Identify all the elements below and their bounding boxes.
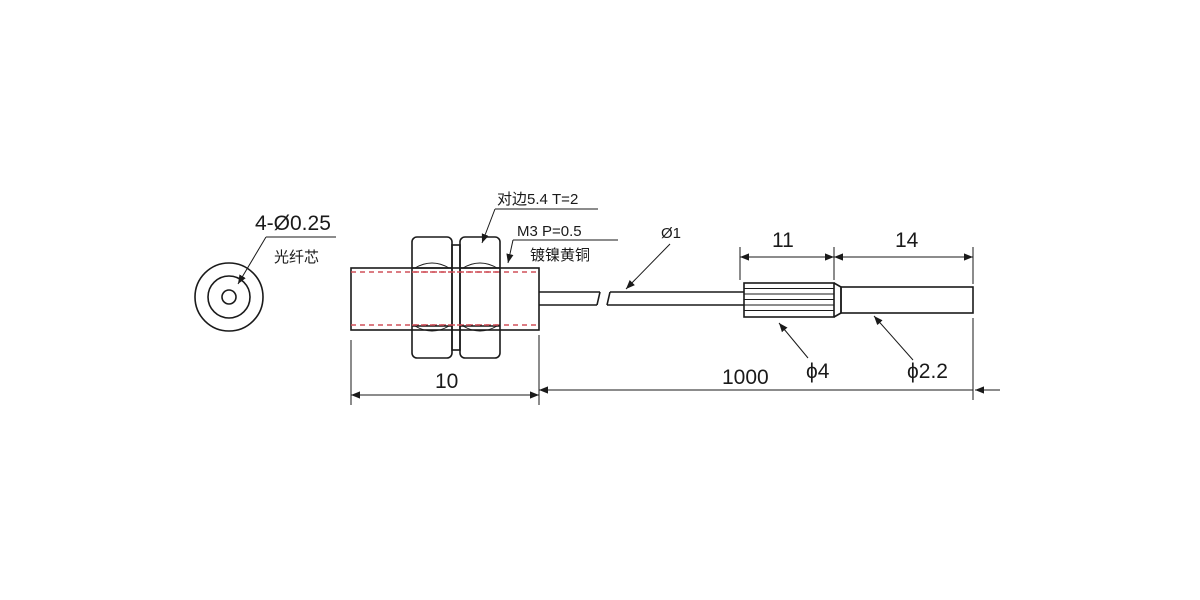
fiber-cable: Ø1 <box>539 225 744 306</box>
sleeve-collar <box>833 282 842 318</box>
cable-break-right <box>606 291 611 306</box>
hex-nut-right <box>459 236 501 359</box>
cable-break-left <box>596 291 601 306</box>
dim-cable-length: 1000 <box>722 366 769 389</box>
end-view-inner-circle <box>207 275 251 319</box>
thread-label: M3 P=0.5 <box>517 223 582 240</box>
dim-sleeve-length: 11 <box>772 229 794 252</box>
dim-tip-length: 14 <box>895 229 919 252</box>
material-label: 镀镍黄铜 <box>530 246 590 264</box>
fiber-cores-label: 4-Ø0.25 <box>255 212 331 235</box>
core-leader-line <box>237 236 267 285</box>
dim-body-length: 10 <box>435 370 458 393</box>
hex-nut-leader <box>481 208 496 244</box>
hex-nut-label: 对边5.4 T=2 <box>497 191 578 208</box>
hex-nut-left <box>411 236 453 359</box>
fiber-diameter-leader <box>625 243 671 290</box>
washer <box>451 244 461 351</box>
knurl-lines <box>744 288 834 311</box>
dim-sleeve-diameter: ϕ4 <box>806 360 830 383</box>
sensor-body: 对边5.4 T=2 M3 P=0.5 镀镍黄铜 <box>350 191 618 359</box>
dimensions: 10 1000 11 14 ϕ4 ϕ2.2 <box>350 229 1000 405</box>
fiber-cores-note: 光纤芯 <box>274 249 319 266</box>
end-view: 4-Ø0.25 光纤芯 <box>194 212 336 332</box>
fiber-diameter-label: Ø1 <box>661 225 681 242</box>
sleeve-diameter-leader <box>778 322 809 359</box>
tip-diameter-leader <box>873 315 914 361</box>
dim-tip-diameter: ϕ2.2 <box>907 360 948 383</box>
end-view-core <box>221 289 237 305</box>
probe-tip <box>840 286 974 314</box>
end-view-outer-circle <box>194 262 264 332</box>
thread-leader <box>506 239 514 264</box>
threaded-barrel <box>350 267 540 331</box>
knurled-sleeve <box>743 282 842 318</box>
